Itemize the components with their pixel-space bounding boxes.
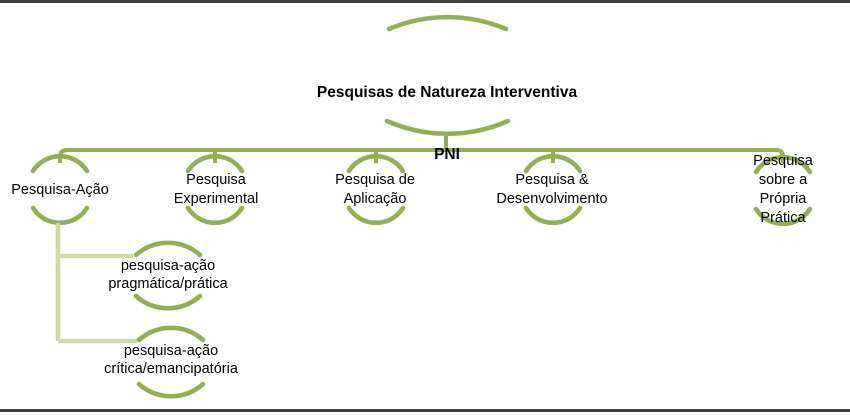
bottom-rule bbox=[0, 409, 850, 412]
subbranch-connector bbox=[55, 223, 137, 344]
branch-label-experimental: Pesquisa Experimental bbox=[173, 172, 259, 207]
node-arcs-critica bbox=[136, 325, 206, 399]
root-abbreviation: PNI bbox=[434, 146, 460, 163]
root-top-arc bbox=[386, 14, 509, 32]
branch-label-pesquisa-acao: Pesquisa-Ação bbox=[11, 181, 109, 198]
node-arcs-pesquisa-acao bbox=[30, 153, 90, 226]
subbranch-label-pragmatica: pesquisa-ação pragmática/prática bbox=[108, 258, 228, 292]
branch-label-desenvolvimento: Pesquisa & Desenvolvimento bbox=[496, 172, 608, 207]
branch-label-aplicacao: Pesquisa de Aplicação bbox=[335, 172, 415, 207]
root-title: Pesquisas de Natureza Interventiva bbox=[316, 84, 578, 101]
node-arcs-pragmatica bbox=[133, 240, 203, 311]
node-arcs-aplicacao bbox=[346, 153, 406, 226]
branch-label-propria-pratica: Pesquisa sobre a Própria Prática bbox=[753, 153, 813, 226]
node-arcs-desenvolvimento bbox=[523, 153, 583, 226]
node-arcs-propria-pratica bbox=[753, 154, 813, 227]
top-rule bbox=[0, 0, 850, 3]
subbranch-label-critica: pesquisa-ação crítica/emancipatória bbox=[104, 343, 238, 377]
root-node-label: Pesquisas de Natureza Interventiva PNI bbox=[317, 46, 577, 201]
node-arcs-experimental bbox=[185, 153, 245, 226]
